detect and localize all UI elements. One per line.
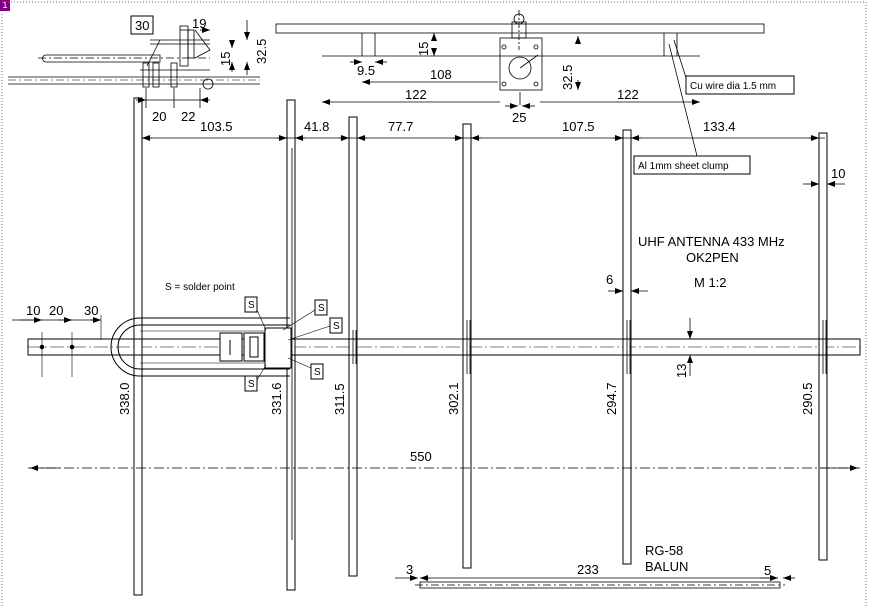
callout-cu-wire-text: Cu wire dia 1.5 mm bbox=[690, 81, 776, 92]
callout-al-clamp bbox=[633, 155, 751, 175]
clamp-dims bbox=[322, 33, 700, 109]
title-line-1: UHF ANTENNA 433 MHz bbox=[638, 234, 785, 249]
spacing-4: 107.5 bbox=[562, 119, 595, 134]
clamp-dim-122-right: 122 bbox=[617, 87, 639, 102]
detail-dim-32-5: 32.5 bbox=[254, 39, 269, 64]
detail-dim-19: 19 bbox=[192, 16, 206, 31]
solder-marks: S S S S S bbox=[244, 296, 343, 392]
callout-al-clamp-text: Al 1mm sheet clump bbox=[638, 161, 729, 172]
balun-label-rg58: RG-58 bbox=[645, 543, 683, 558]
detail-dim-22: 22 bbox=[181, 109, 195, 124]
boom-detail bbox=[8, 25, 260, 108]
balun-dim-5: 5 bbox=[764, 563, 771, 578]
dim-10: 10 bbox=[26, 303, 40, 318]
clamp-dim-32-5: 32.5 bbox=[560, 65, 575, 90]
length-driven: 331.6 bbox=[269, 382, 284, 415]
spacing-3: 77.7 bbox=[388, 119, 413, 134]
spacing-2: 41.8 bbox=[304, 119, 329, 134]
title-line-2: OK2PEN bbox=[686, 250, 739, 265]
detail-dim-15: 15 bbox=[218, 52, 233, 66]
solder-note: S = solder point bbox=[165, 282, 235, 293]
spacing-5: 133.4 bbox=[703, 119, 736, 134]
detail-dims bbox=[136, 20, 250, 103]
solder-s4: S bbox=[248, 379, 255, 390]
clamp-dim-25: 25 bbox=[512, 110, 526, 125]
title-line-3: M 1:2 bbox=[694, 275, 727, 290]
dim-30: 30 bbox=[84, 303, 98, 318]
length-director-1: 311.5 bbox=[332, 383, 347, 415]
callout-leaders bbox=[668, 39, 698, 157]
element-clamps bbox=[352, 320, 827, 374]
feed-box bbox=[264, 327, 292, 369]
callout-cu-wire bbox=[685, 75, 795, 95]
dim-13: 13 bbox=[674, 364, 689, 378]
corner-marker: 1 bbox=[0, 0, 10, 11]
dim-6: 6 bbox=[606, 272, 613, 287]
solder-s2: S bbox=[318, 303, 325, 314]
dim-10-right: 10 bbox=[831, 166, 845, 181]
balun-label-balun: BALUN bbox=[645, 559, 688, 574]
element-reflector bbox=[133, 97, 143, 596]
balun-loop bbox=[110, 317, 290, 377]
balun-dim-233: 233 bbox=[577, 562, 599, 577]
clamp-dim-15: 15 bbox=[416, 42, 431, 56]
solder-s3: S bbox=[333, 321, 340, 332]
detail-dim-20: 20 bbox=[152, 109, 166, 124]
length-reflector: 338.0 bbox=[117, 382, 132, 415]
length-director-2: 302.1 bbox=[446, 382, 461, 415]
boom bbox=[27, 338, 861, 356]
length-director-3: 294.7 bbox=[604, 382, 619, 415]
solder-s1: S bbox=[248, 300, 255, 311]
dim-20: 20 bbox=[49, 303, 63, 318]
clamp-dim-108: 108 bbox=[430, 67, 452, 82]
clamp-dim-9-5: 9.5 bbox=[357, 63, 375, 78]
spacing-1: 103.5 bbox=[200, 119, 233, 134]
boom-detail-box bbox=[130, 15, 154, 35]
balun-cable bbox=[395, 575, 795, 589]
dim-550: 550 bbox=[410, 449, 432, 464]
balun-dim-3: 3 bbox=[406, 562, 413, 577]
length-director-4: 290.5 bbox=[800, 382, 815, 415]
detail-box-30: 30 bbox=[135, 18, 149, 33]
clamp-dim-122-left: 122 bbox=[405, 87, 427, 102]
solder-s5: S bbox=[314, 367, 321, 378]
clamp-detail bbox=[275, 10, 765, 105]
boom-holes bbox=[39, 315, 102, 377]
